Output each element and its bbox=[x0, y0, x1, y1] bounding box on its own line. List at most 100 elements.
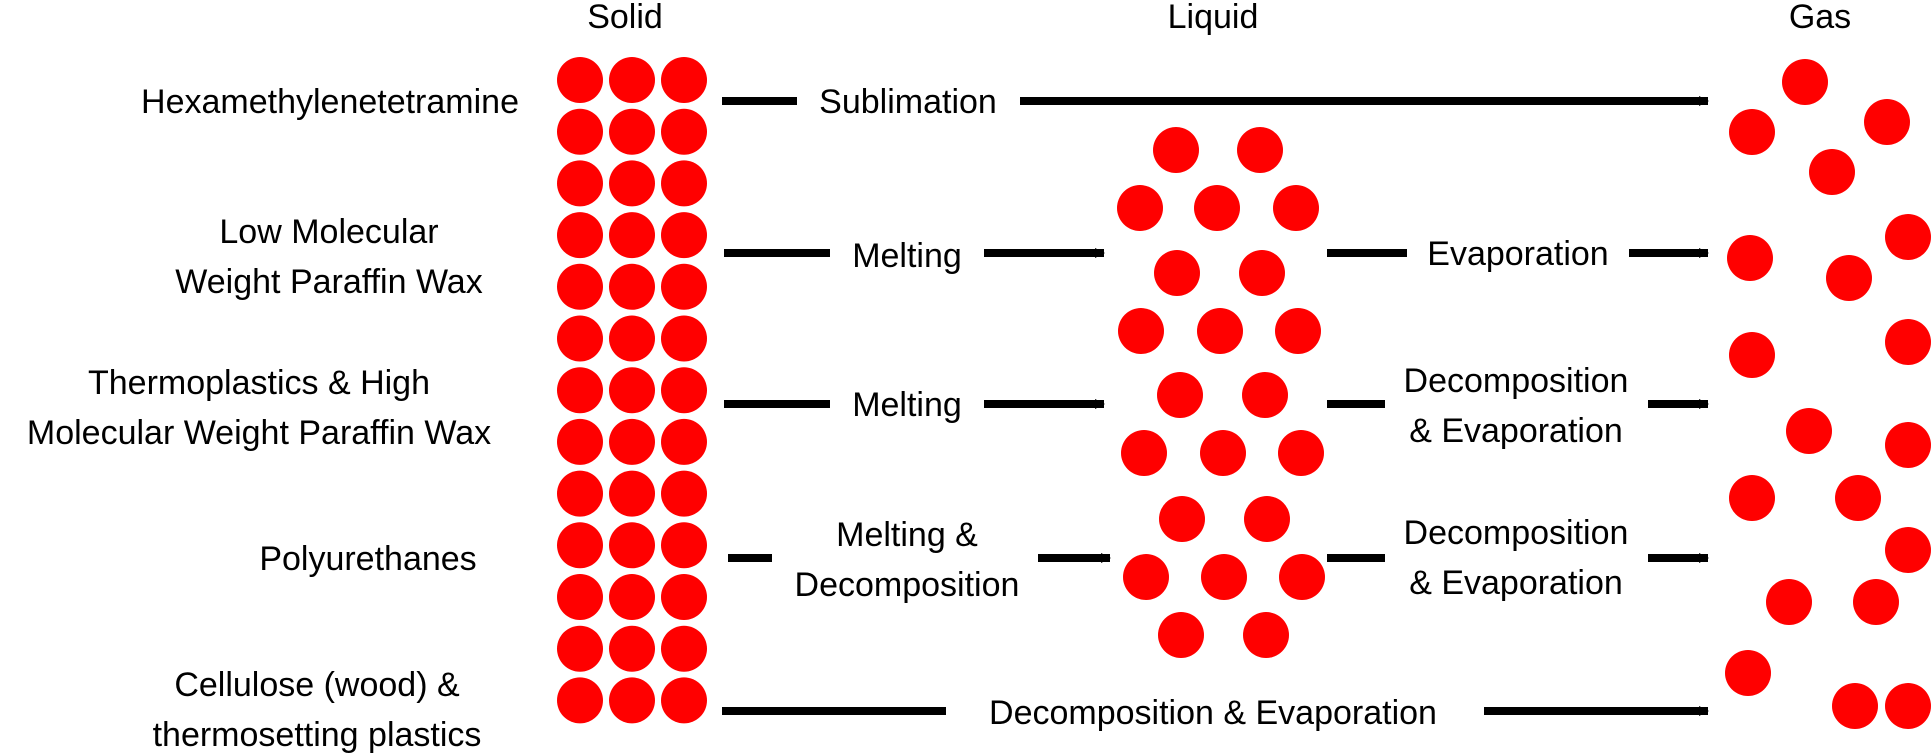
process-melting-2: Melting bbox=[852, 386, 962, 424]
material-label-polyurethanes: Polyurethanes bbox=[259, 540, 476, 578]
gas-particles bbox=[1725, 59, 1931, 729]
solid-particle bbox=[661, 574, 707, 620]
liquid-particle bbox=[1278, 430, 1324, 476]
gas-particle bbox=[1729, 332, 1775, 378]
liquid-particle bbox=[1118, 308, 1164, 354]
liquid-particle bbox=[1273, 185, 1319, 231]
solid-particle bbox=[557, 212, 603, 259]
solid-particle bbox=[557, 574, 603, 620]
solid-particle bbox=[609, 522, 655, 569]
solid-particle bbox=[557, 315, 603, 362]
solid-particle bbox=[609, 470, 655, 517]
solid-particle bbox=[661, 160, 707, 207]
gas-particle bbox=[1729, 109, 1775, 155]
gas-particle bbox=[1885, 214, 1931, 260]
solid-particle bbox=[609, 212, 655, 259]
solid-particle bbox=[661, 212, 707, 259]
liquid-particle bbox=[1279, 554, 1325, 600]
solid-particles bbox=[557, 57, 707, 724]
gas-particle bbox=[1809, 149, 1855, 195]
solid-particle bbox=[557, 367, 603, 414]
liquid-particle bbox=[1154, 250, 1200, 296]
gas-particle bbox=[1885, 319, 1931, 365]
liquid-particle bbox=[1239, 250, 1285, 296]
solid-particle bbox=[661, 522, 707, 569]
liquid-particle bbox=[1197, 308, 1243, 354]
gas-particle bbox=[1766, 579, 1812, 625]
liquid-particle bbox=[1200, 430, 1246, 476]
liquid-particle bbox=[1159, 496, 1205, 542]
solid-particle bbox=[609, 57, 655, 103]
gas-particle bbox=[1832, 683, 1878, 729]
solid-particle bbox=[609, 367, 655, 414]
liquid-particle bbox=[1201, 554, 1247, 600]
liquid-particle bbox=[1194, 185, 1240, 231]
gas-particle bbox=[1835, 475, 1881, 521]
header-solid: Solid bbox=[587, 0, 663, 36]
process-decomp-evap-long: Decomposition & Evaporation bbox=[989, 694, 1437, 732]
solid-particle bbox=[557, 625, 603, 672]
gas-particle bbox=[1885, 422, 1931, 468]
solid-particle bbox=[661, 625, 707, 672]
solid-particle bbox=[609, 315, 655, 362]
liquid-particle bbox=[1243, 612, 1289, 658]
solid-particle bbox=[609, 263, 655, 310]
solid-particle bbox=[557, 522, 603, 569]
process-melt-decomp-line2: Decomposition bbox=[795, 566, 1020, 604]
material-label-thermoplastics-line1: Thermoplastics & High bbox=[88, 364, 430, 402]
process-decomp-evap-1-line1: Decomposition bbox=[1404, 362, 1629, 400]
liquid-particle bbox=[1117, 185, 1163, 231]
gas-particle bbox=[1725, 650, 1771, 696]
solid-particle bbox=[661, 315, 707, 362]
process-decomp-evap-1-line2: & Evaporation bbox=[1409, 412, 1623, 450]
solid-particle bbox=[557, 470, 603, 517]
solid-particle bbox=[609, 574, 655, 620]
material-label-hexamethylenetetramine: Hexamethylenetetramine bbox=[141, 83, 519, 121]
liquid-particles bbox=[1117, 127, 1325, 658]
gas-particle bbox=[1853, 579, 1899, 625]
gas-particle bbox=[1727, 235, 1773, 281]
solid-particle bbox=[557, 263, 603, 310]
solid-particle bbox=[609, 625, 655, 672]
solid-particle bbox=[557, 160, 603, 207]
material-label-cellulose-line2: thermosetting plastics bbox=[153, 716, 482, 754]
process-melting-1: Melting bbox=[852, 237, 962, 275]
solid-particle bbox=[557, 677, 603, 724]
liquid-particle bbox=[1242, 372, 1288, 418]
process-evaporation: Evaporation bbox=[1427, 235, 1608, 273]
gas-particle bbox=[1864, 99, 1910, 145]
solid-particle bbox=[661, 418, 707, 465]
solid-particle bbox=[661, 108, 707, 155]
process-sublimation: Sublimation bbox=[819, 83, 997, 121]
solid-particle bbox=[661, 263, 707, 310]
solid-particle bbox=[557, 418, 603, 465]
solid-particle bbox=[557, 57, 603, 103]
process-decomp-evap-2-line2: & Evaporation bbox=[1409, 564, 1623, 602]
gas-particle bbox=[1729, 475, 1775, 521]
material-label-low-mw-paraffin-line2: Weight Paraffin Wax bbox=[175, 263, 482, 301]
liquid-particle bbox=[1123, 554, 1169, 600]
solid-particle bbox=[609, 160, 655, 207]
solid-particle bbox=[609, 418, 655, 465]
solid-particle bbox=[661, 470, 707, 517]
solid-particle bbox=[609, 677, 655, 724]
gas-particle bbox=[1786, 408, 1832, 454]
liquid-particle bbox=[1244, 496, 1290, 542]
process-melt-decomp-line1: Melting & bbox=[836, 516, 978, 554]
material-label-thermoplastics-line2: Molecular Weight Paraffin Wax bbox=[27, 414, 491, 452]
gas-particle bbox=[1782, 59, 1828, 105]
material-label-low-mw-paraffin-line1: Low Molecular bbox=[219, 213, 438, 251]
solid-particle bbox=[557, 108, 603, 155]
gas-particle bbox=[1885, 683, 1931, 729]
header-gas: Gas bbox=[1789, 0, 1851, 36]
liquid-particle bbox=[1275, 308, 1321, 354]
solid-particle bbox=[609, 108, 655, 155]
gas-particle bbox=[1826, 255, 1872, 301]
liquid-particle bbox=[1157, 372, 1203, 418]
liquid-particle bbox=[1158, 612, 1204, 658]
solid-particle bbox=[661, 367, 707, 414]
material-label-cellulose-line1: Cellulose (wood) & bbox=[174, 666, 460, 704]
header-liquid: Liquid bbox=[1168, 0, 1259, 36]
solid-particle bbox=[661, 677, 707, 724]
